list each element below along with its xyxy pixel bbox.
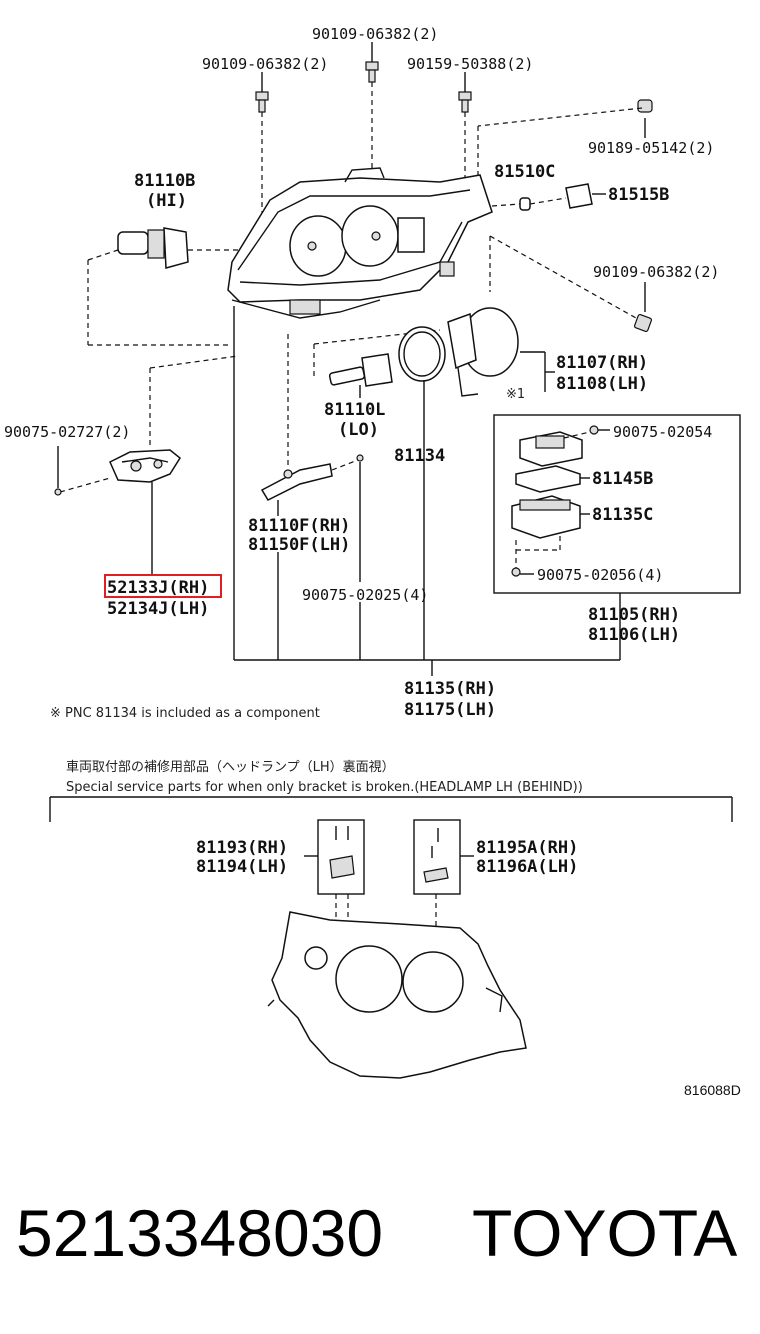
label-81110f: 81110F(RH): [248, 516, 350, 536]
label-ref1: ※1: [506, 387, 525, 402]
label-81108: 81108(LH): [556, 374, 648, 394]
label-90159: 90159-50388(2): [407, 55, 533, 73]
label-81110b: 81110B: [134, 171, 195, 191]
clip-90189[interactable]: [477, 99, 653, 175]
label-81193: 81193(RH): [196, 838, 288, 858]
label-52134j: 52134J(LH): [107, 599, 209, 619]
label-90075-02056: 90075-02056(4): [537, 566, 663, 584]
harness-81110f[interactable]: [260, 334, 333, 660]
bracket-kit-81193[interactable]: [304, 819, 365, 932]
label-52133j[interactable]: 52133J(RH): [107, 578, 209, 598]
label-81194: 81194(LH): [196, 857, 288, 877]
bolt-right[interactable]: [489, 235, 653, 333]
screw-90075-02727[interactable]: [54, 446, 62, 496]
label-81134: 81134: [394, 446, 445, 466]
label-81195a: 81195A(RH): [476, 838, 578, 858]
label-90109-top: 90109-06382(2): [312, 25, 438, 43]
socket-81515b[interactable]: [529, 183, 606, 209]
ring-81134[interactable]: [398, 326, 446, 660]
lower-bracket-frame: [49, 796, 733, 822]
label-81175: 81175(LH): [404, 700, 496, 720]
label-90109-right: 90109-06382(2): [593, 263, 719, 281]
headlamp-assembly[interactable]: [227, 167, 493, 319]
bulb-81110l[interactable]: [313, 329, 441, 398]
label-81105: 81105(RH): [588, 605, 680, 625]
label-81510c: 81510C: [494, 162, 555, 182]
diagram-code: 816088D: [684, 1082, 741, 1098]
label-90075-02727: 90075-02727(2): [4, 423, 130, 441]
label-81196a: 81196A(LH): [476, 857, 578, 877]
jp-title: 車両取付部の補修用部品（ヘッドランプ（LH）裏面視）: [66, 760, 395, 775]
label-81135: 81135(RH): [404, 679, 496, 699]
label-90109-left: 90109-06382(2): [202, 55, 328, 73]
label-81110b-sub: (HI): [146, 191, 187, 211]
bolt-top-right[interactable]: [458, 72, 472, 180]
en-title: Special service parts for when only brac…: [66, 780, 583, 795]
label-81110l: 81110L: [324, 400, 385, 420]
highlight-box: [104, 574, 222, 598]
label-81107: 81107(RH): [556, 353, 648, 373]
bolt-top-center[interactable]: [365, 42, 379, 168]
assembly-bracket-lines: [233, 306, 620, 676]
ballast-group-box: [493, 414, 741, 660]
gasket-81145b[interactable]: [515, 465, 590, 493]
bulb-81510c[interactable]: [491, 197, 531, 211]
label-81150f: 81150F(LH): [248, 535, 350, 555]
bracket-kit-81195a[interactable]: [413, 819, 474, 932]
igniter-90075-02054[interactable]: [519, 425, 610, 467]
ballast-81135c[interactable]: [511, 495, 590, 568]
label-90075-02025: 90075-02025(4): [302, 586, 428, 604]
label-81106: 81106(LH): [588, 625, 680, 645]
label-81135c: 81135C: [592, 505, 653, 525]
bulb-81110b[interactable]: [87, 227, 240, 346]
part-number: 5213348030: [16, 1196, 383, 1270]
screw-90075-02025[interactable]: [331, 454, 364, 660]
label-81110l-sub: (LO): [338, 420, 379, 440]
screw-90075-02056[interactable]: [511, 567, 534, 577]
bolt-top-left[interactable]: [255, 72, 269, 228]
pnc-note: ※ PNC 81134 is included as a component: [50, 706, 320, 721]
bracket-52133j[interactable]: [59, 355, 239, 576]
label-90189: 90189-05142(2): [588, 139, 714, 157]
label-81145b: 81145B: [592, 469, 653, 489]
brand-name: TOYOTA: [472, 1196, 737, 1270]
label-90075-02054: 90075-02054: [613, 423, 712, 441]
headlamp-rear-view[interactable]: [267, 911, 527, 1079]
label-81515b: 81515B: [608, 185, 669, 205]
cover-81107[interactable]: [447, 307, 555, 397]
